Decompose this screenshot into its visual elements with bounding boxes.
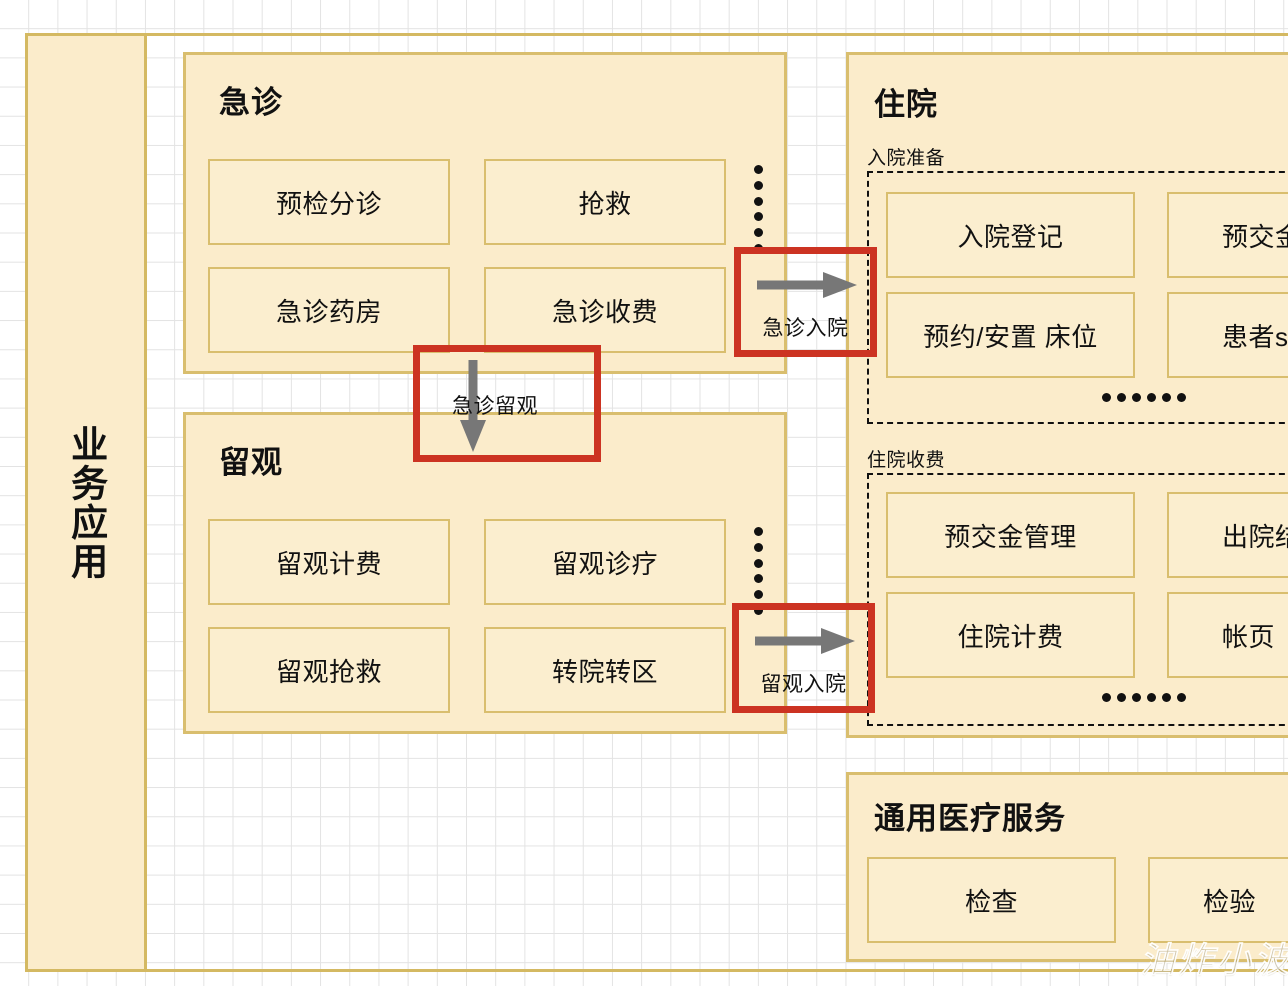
group-inpatient-billing <box>867 473 1288 726</box>
module-emergency-billing[interactable]: 急诊收费 <box>484 267 726 353</box>
module-admission-registration[interactable]: 入院登记 <box>886 192 1135 278</box>
group-label-inpatient-billing: 住院收费 <box>867 450 946 471</box>
arrow-right-icon <box>757 272 857 298</box>
inpatient-billing-more-dots <box>1102 692 1186 702</box>
panel-observation-title: 留观 <box>219 445 283 480</box>
module-observation-transfer[interactable]: 转院转区 <box>484 627 726 713</box>
flow-emergency-observation-label: 急诊留观 <box>452 395 538 418</box>
group-label-admission-prep: 入院准备 <box>867 148 946 169</box>
module-prepayment-management[interactable]: 预交金管理 <box>886 492 1135 578</box>
module-discharge-settlement[interactable]: 出院结 <box>1167 492 1288 578</box>
module-laboratory-test[interactable]: 检验 <box>1148 857 1288 943</box>
panel-observation: 留观 留观计费 留观诊疗 留观抢救 转院转区 <box>183 412 787 734</box>
observation-more-dots <box>753 527 763 615</box>
flow-emergency-admission-label: 急诊入院 <box>762 317 849 340</box>
arrow-right-icon <box>755 628 855 654</box>
module-emergency-rescue[interactable]: 抢救 <box>484 159 726 245</box>
module-emergency-triage[interactable]: 预检分诊 <box>208 159 450 245</box>
module-prepayment[interactable]: 预交金 <box>1167 192 1288 278</box>
panel-general-medical-service: 通用医疗服务 检查 检验 <box>846 772 1288 962</box>
panel-inpatient: 住院 入院准备 入院登记 预交金 预约/安置 床位 患者s 住院收费 预交金管理… <box>846 52 1288 738</box>
panel-emergency-title: 急诊 <box>219 85 283 120</box>
module-patient-info[interactable]: 患者s <box>1167 292 1288 378</box>
flow-observation-admission[interactable]: 留观入院 <box>732 603 875 713</box>
module-observation-billing[interactable]: 留观计费 <box>208 519 450 605</box>
panel-general-medical-title: 通用医疗服务 <box>874 801 1066 836</box>
panel-inpatient-title: 住院 <box>874 87 938 122</box>
emergency-more-dots <box>753 165 763 253</box>
module-emergency-pharmacy[interactable]: 急诊药房 <box>208 267 450 353</box>
flow-observation-admission-label: 留观入院 <box>760 673 847 696</box>
module-observation-rescue[interactable]: 留观抢救 <box>208 627 450 713</box>
panel-emergency: 急诊 预检分诊 抢救 急诊药房 急诊收费 <box>183 52 787 374</box>
group-admission-prep <box>867 171 1288 424</box>
module-inpatient-billing[interactable]: 住院计费 <box>886 592 1135 678</box>
sidebar-label: 业务应用 <box>65 424 107 581</box>
module-account-page[interactable]: 帐页 <box>1167 592 1288 678</box>
module-observation-treatment[interactable]: 留观诊疗 <box>484 519 726 605</box>
sidebar-business-application: 业务应用 <box>25 33 147 972</box>
module-examination[interactable]: 检查 <box>867 857 1116 943</box>
flow-emergency-admission[interactable]: 急诊入院 <box>734 247 877 357</box>
admission-prep-more-dots <box>1102 392 1186 402</box>
flow-emergency-observation[interactable]: 急诊留观 <box>413 345 601 462</box>
arrow-down-icon <box>460 360 486 452</box>
module-bed-reservation[interactable]: 预约/安置 床位 <box>886 292 1135 378</box>
